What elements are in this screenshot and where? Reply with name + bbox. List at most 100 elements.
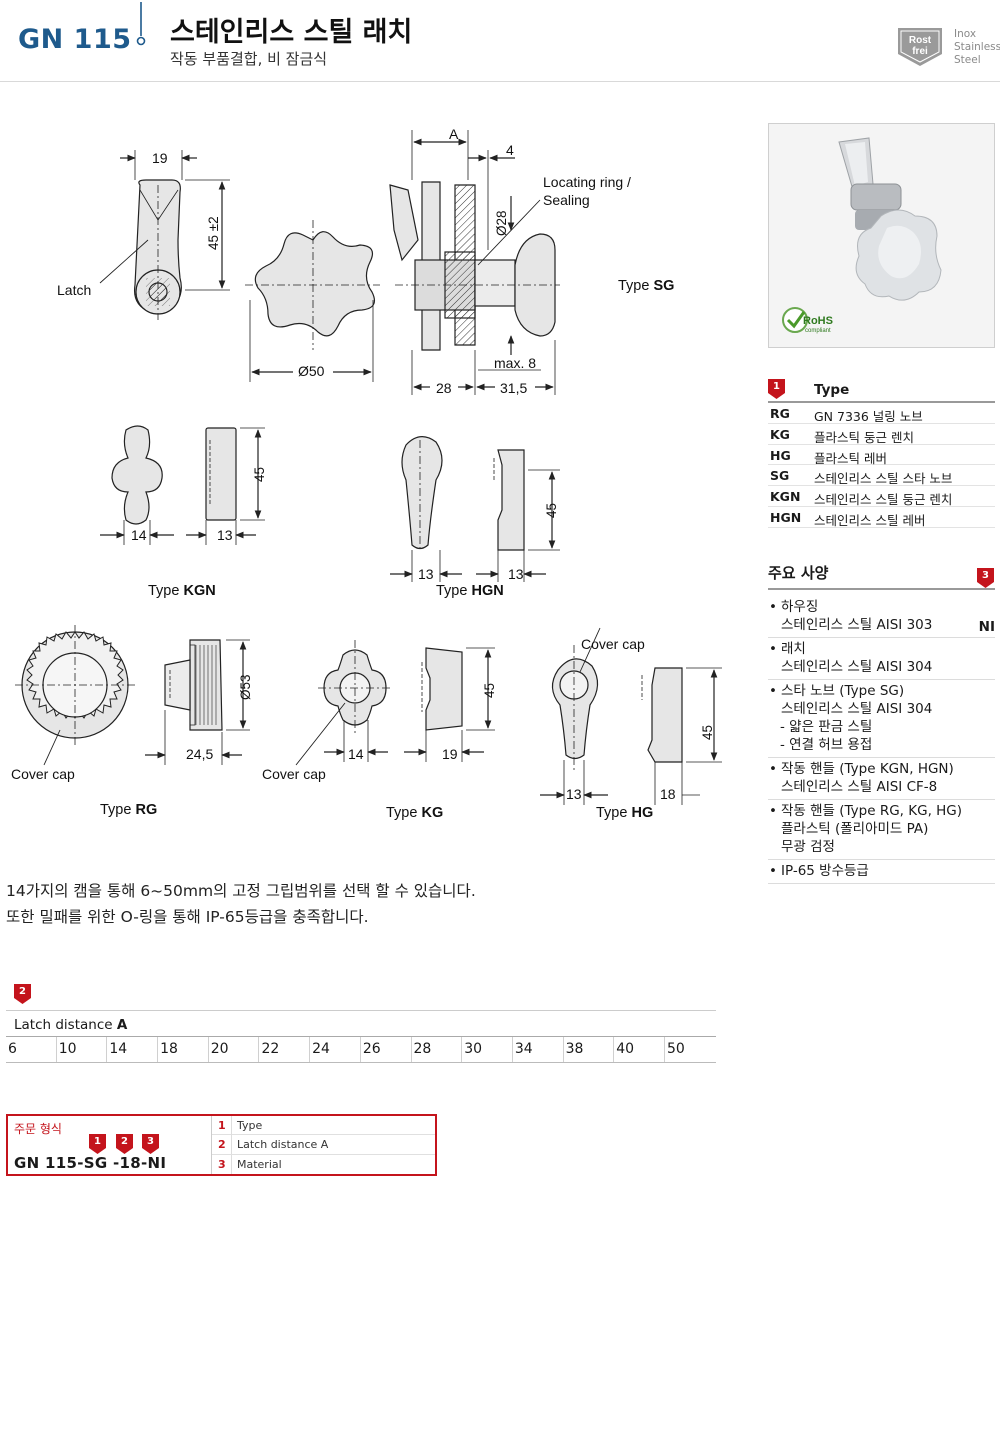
hg-drawing [540,627,722,805]
type-desc: 스테인리스 스틸 레버 [814,512,926,528]
spec-item: • IP-65 방수등급 [768,860,995,884]
callout-label: Cover cap [581,636,645,652]
spec-item: • 작동 핸들 (Type KGN, HGN) 스테인리스 스틸 AISI CF… [768,758,995,800]
kgn-drawing [100,425,265,545]
page-header: GN 115 스테인리스 스틸 래치 작동 부품결합, 비 잠금식 Rost f… [0,0,1000,82]
dim-label: Ø50 [298,363,325,379]
type-label-sg: Type SG [618,278,674,294]
spec-subline: - 연결 허브 용접 [780,737,873,753]
latch-distance-title: Latch distance A [14,1017,127,1033]
marker-number: 3 [982,570,989,581]
spec-header: 주요 사양 3 [768,562,995,590]
product-description: 14가지의 캠을 통해 6~50mm의 고정 그립범위를 선택 할 수 있습니다… [6,878,476,930]
marker-1-icon: 1 [768,379,785,399]
callout-label: Locating ring / [543,174,631,190]
type-label-rg: Type RG [100,802,157,818]
dim-label: 31,5 [500,380,528,396]
product-photo: RoHS compliant [768,123,995,348]
bullet-icon: • [769,761,777,777]
latch-distance-title-symbol: A [116,1017,128,1033]
product-photo-canvas: RoHS compliant [769,124,994,347]
dim-label: 13 [217,527,233,543]
marker-number: 3 [147,1136,154,1147]
bullet-icon: • [769,803,777,819]
dim-label: Ø53 [238,674,253,700]
rohs-text: RoHS [803,315,833,327]
spec-title: 주요 사양 [768,564,829,582]
type-code: KGN [770,489,801,505]
latch-distance-cell: 30 [462,1037,513,1062]
type-code: HG [770,447,791,463]
type-code: HGN [770,509,802,525]
spec-line: 하우징 [781,599,819,615]
marker-number: 2 [121,1136,128,1147]
type-label-code: HG [631,805,654,821]
product-code: GN 115 [18,24,132,55]
dim-label: 24,5 [186,746,214,762]
spec-line: 스테인리스 스틸 AISI CF-8 [781,779,938,795]
bullet-icon: • [769,599,777,615]
badge-logo-rost: Rost [909,35,932,46]
spec-item: • 스타 노브 (Type SG) 스테인리스 스틸 AISI 304 - 얇은… [768,680,995,758]
rohs-badge-icon: RoHS compliant [782,307,833,334]
rostfrei-badge-icon: Rost frei [898,28,942,66]
kg-drawing [295,640,495,766]
latch-distance-header: Latch distance A [6,1010,716,1037]
badge-logo-frei: frei [912,46,928,57]
order-legend-row: 3 Material [212,1154,435,1174]
latch-distance-cell: 24 [310,1037,361,1062]
latch-distance-cell: 10 [57,1037,108,1062]
type-code: RG [770,406,790,421]
page-subtitle: 작동 부품결합, 비 잠금식 [170,50,328,68]
type-label-prefix: Type [386,805,422,821]
legend-number: 3 [218,1157,226,1171]
rg-drawing [15,625,250,766]
type-row: HG 플라스틱 레버 [768,445,995,466]
latch-distance-cell: 22 [259,1037,311,1062]
type-list-header: 1 Type [768,377,995,403]
marker-number: 1 [773,381,780,392]
description-line: 14가지의 캠을 통해 6~50mm의 고정 그립범위를 선택 할 수 있습니다… [6,882,476,900]
type-label-prefix: Type [436,583,472,599]
marker-3-icon: 3 [977,568,994,588]
legend-number: 1 [218,1119,226,1132]
type-desc: 플라스틱 둥근 렌치 [814,429,914,445]
callout-label: Cover cap [11,766,75,782]
spec-line: 래치 [781,641,806,657]
type-desc: 플라스틱 레버 [814,450,887,466]
latch-distance-cell: 40 [614,1037,665,1062]
dim-label: 19 [152,150,168,166]
dim-label: 45 [482,682,497,698]
dim-label: 13 [418,566,434,582]
type-code: SG [770,468,790,484]
spec-line: IP-65 방수등급 [781,863,869,879]
order-legend-row: 1 Type [212,1116,435,1136]
spec-line: 작동 핸들 (Type KGN, HGN) [781,761,954,777]
badge-line: Steel [954,54,981,66]
latch-distance-cell: 6 [6,1037,57,1062]
callout-label: Sealing [543,192,590,208]
sg-section-drawing [389,130,560,395]
rohs-subtext: compliant [805,328,831,334]
type-label-prefix: Type [596,805,632,821]
drawing-canvas [15,130,722,805]
legend-label: Material [237,1157,282,1171]
type-label-prefix: Type [148,583,184,599]
latch-drawing [99,150,230,320]
bullet-icon: • [769,863,777,879]
type-list-title: Type [814,382,850,398]
spec-item: • 하우징 스테인리스 스틸 AISI 303 NI [768,596,995,638]
latch-distance-cell: 38 [564,1037,615,1062]
marker-3-icon: 3 [142,1134,159,1154]
marker-1-icon: 1 [89,1134,106,1154]
legend-label: Type [237,1119,263,1132]
latch-distance-title-text: Latch distance [14,1017,117,1033]
type-label-prefix: Type [618,278,654,294]
dim-label: max. 8 [494,355,537,371]
